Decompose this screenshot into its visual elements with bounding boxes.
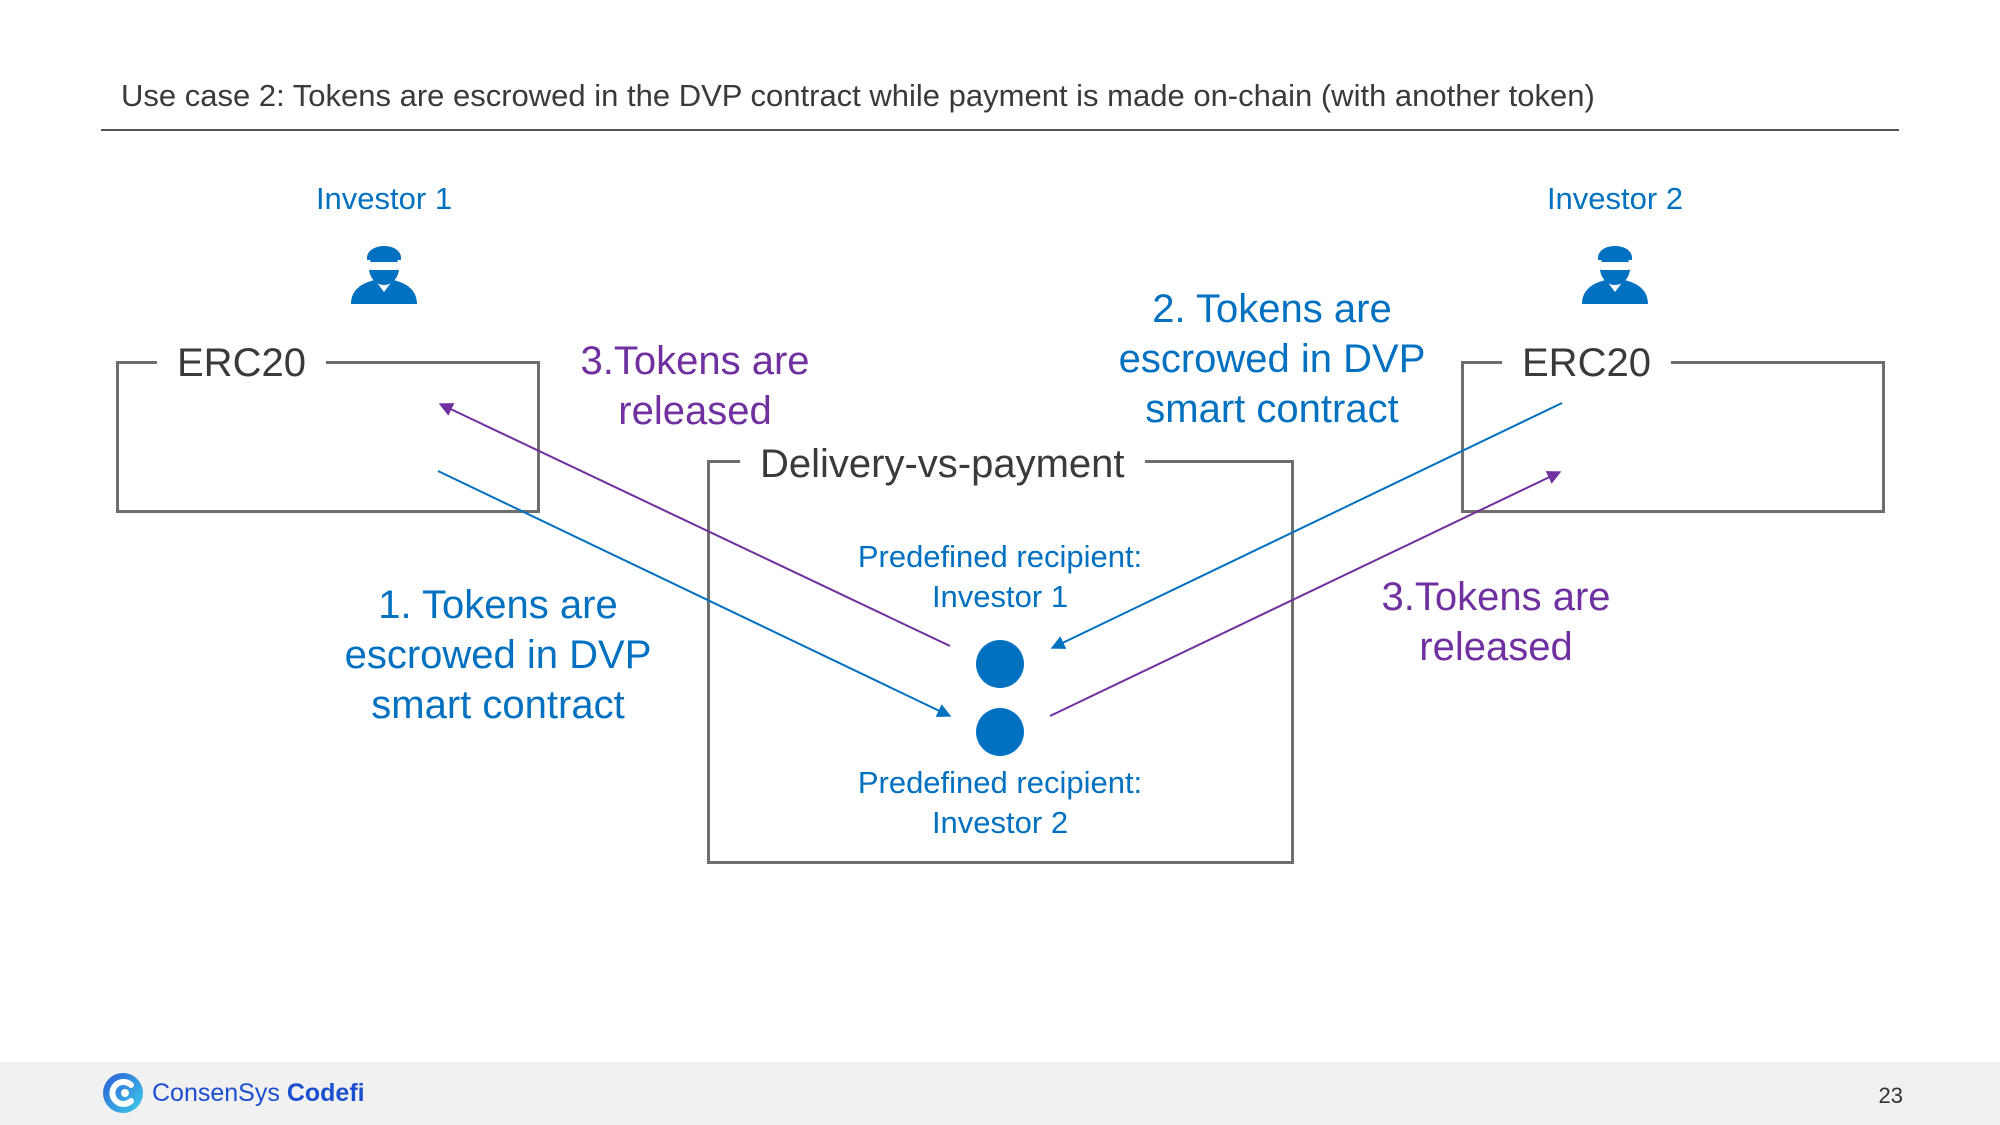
step-3-right-label: 3.Tokens are released (1346, 572, 1646, 672)
brand-name: ConsenSys Codefi (152, 1079, 365, 1108)
recipient-top-line2: Investor 1 (931, 579, 1069, 614)
arrow-step3-dvp-to-investor1 (438, 403, 951, 647)
recipient-bottom-line1: Predefined recipient: (857, 765, 1143, 800)
step-1-label: 1. Tokens are escrowed in DVP smart cont… (298, 580, 698, 730)
slide-title: Use case 2: Tokens are escrowed in the D… (121, 78, 1595, 113)
arrow-step2-investor2-to-dvp (1050, 402, 1563, 649)
step-2-line3: smart contract (1145, 387, 1399, 431)
erc20-box-left (116, 361, 540, 513)
arrow-step1-investor1-to-dvp (437, 470, 952, 717)
recipient-bottom-line2: Investor 2 (931, 805, 1069, 840)
brand-name-regular: ConsenSys (152, 1079, 280, 1107)
step-1-line2: escrowed in DVP (344, 633, 652, 677)
person-with-sunglasses-icon (347, 232, 421, 306)
step-3-left-line1: 3.Tokens are (580, 339, 810, 383)
erc20-label-left: ERC20 (157, 339, 326, 387)
recipient-bottom: Predefined recipient: Investor 2 (800, 763, 1200, 843)
step-3-left-line2: released (618, 389, 772, 433)
brand-name-bold: Codefi (286, 1079, 365, 1107)
investor-2-label: Investor 2 (1546, 181, 1684, 216)
erc20-label-right: ERC20 (1502, 339, 1671, 387)
erc20-box-right (1461, 361, 1885, 513)
title-divider (101, 129, 1899, 131)
step-2-line1: 2. Tokens are (1152, 287, 1392, 331)
step-3-right-line2: released (1419, 625, 1573, 669)
arrow-step3-dvp-to-investor2 (1049, 471, 1562, 717)
person-with-sunglasses-icon (1578, 232, 1652, 306)
step-2-label: 2. Tokens are escrowed in DVP smart cont… (1072, 284, 1472, 434)
footer-bar (0, 1062, 2000, 1125)
consensys-codefi-logo-icon (101, 1071, 145, 1115)
recipient-top-line1: Predefined recipient: (857, 539, 1143, 574)
investor-1-label: Investor 1 (315, 181, 453, 216)
dvp-contract-label: Delivery-vs-payment (740, 440, 1145, 488)
step-1-line3: smart contract (371, 683, 625, 727)
escrow-slot-investor-2-dot (976, 708, 1024, 756)
page-number: 23 (1878, 1083, 1903, 1108)
step-3-left-label: 3.Tokens are released (545, 336, 845, 436)
step-2-line2: escrowed in DVP (1118, 337, 1426, 381)
recipient-top: Predefined recipient: Investor 1 (800, 537, 1200, 617)
step-3-right-line1: 3.Tokens are (1381, 575, 1611, 619)
escrow-slot-investor-1-dot (976, 640, 1024, 688)
step-1-line1: 1. Tokens are (378, 583, 618, 627)
